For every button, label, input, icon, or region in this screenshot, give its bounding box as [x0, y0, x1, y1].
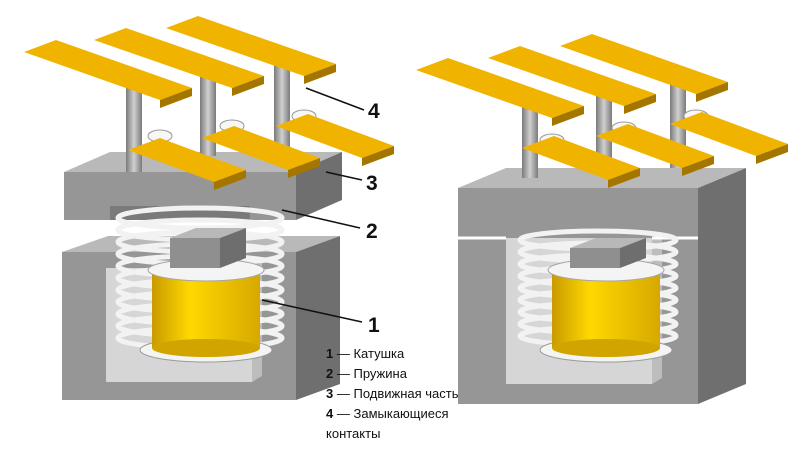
coil-right	[539, 238, 673, 363]
legend-dash: —	[336, 346, 350, 361]
legend-item: 3 — Подвижная часть	[326, 384, 506, 404]
callout-4: 4	[368, 100, 380, 123]
legend-text: Подвижная часть	[353, 386, 459, 401]
legend: 1 — Катушка 2 — Пружина 3 — Подвижная ча…	[326, 344, 506, 444]
leader-line-1	[261, 299, 363, 323]
upper-contact-bars-left	[24, 16, 336, 108]
legend-number: 2	[326, 366, 334, 381]
callout-1: 1	[368, 314, 380, 337]
leader-line-3	[325, 171, 363, 181]
lower-contact-bars-left	[128, 114, 394, 190]
legend-number: 4	[326, 406, 334, 421]
legend-item: 2 — Пружина	[326, 364, 506, 384]
lower-contact-bars-right	[522, 112, 788, 188]
coil-left	[139, 228, 273, 363]
callouts	[261, 87, 365, 323]
legend-text: Замыкающиеся	[353, 406, 449, 421]
relay-closed	[416, 34, 788, 404]
relay-open	[24, 16, 394, 400]
upper-contact-bars-right	[416, 34, 728, 126]
legend-dash: —	[336, 406, 350, 421]
legend-text: Пружина	[353, 366, 407, 381]
legend-item: 4 — Замыкающиеся	[326, 404, 506, 424]
legend-dash: —	[336, 386, 350, 401]
legend-continuation: контакты	[326, 426, 381, 441]
callout-2: 2	[366, 220, 378, 243]
legend-dash: —	[336, 366, 350, 381]
leader-line-4	[305, 87, 365, 111]
legend-number: 3	[326, 386, 334, 401]
legend-number: 1	[326, 346, 334, 361]
leader-line-2	[281, 209, 361, 229]
legend-text: Катушка	[353, 346, 405, 361]
callout-3: 3	[366, 172, 378, 195]
legend-item: 1 — Катушка	[326, 344, 506, 364]
